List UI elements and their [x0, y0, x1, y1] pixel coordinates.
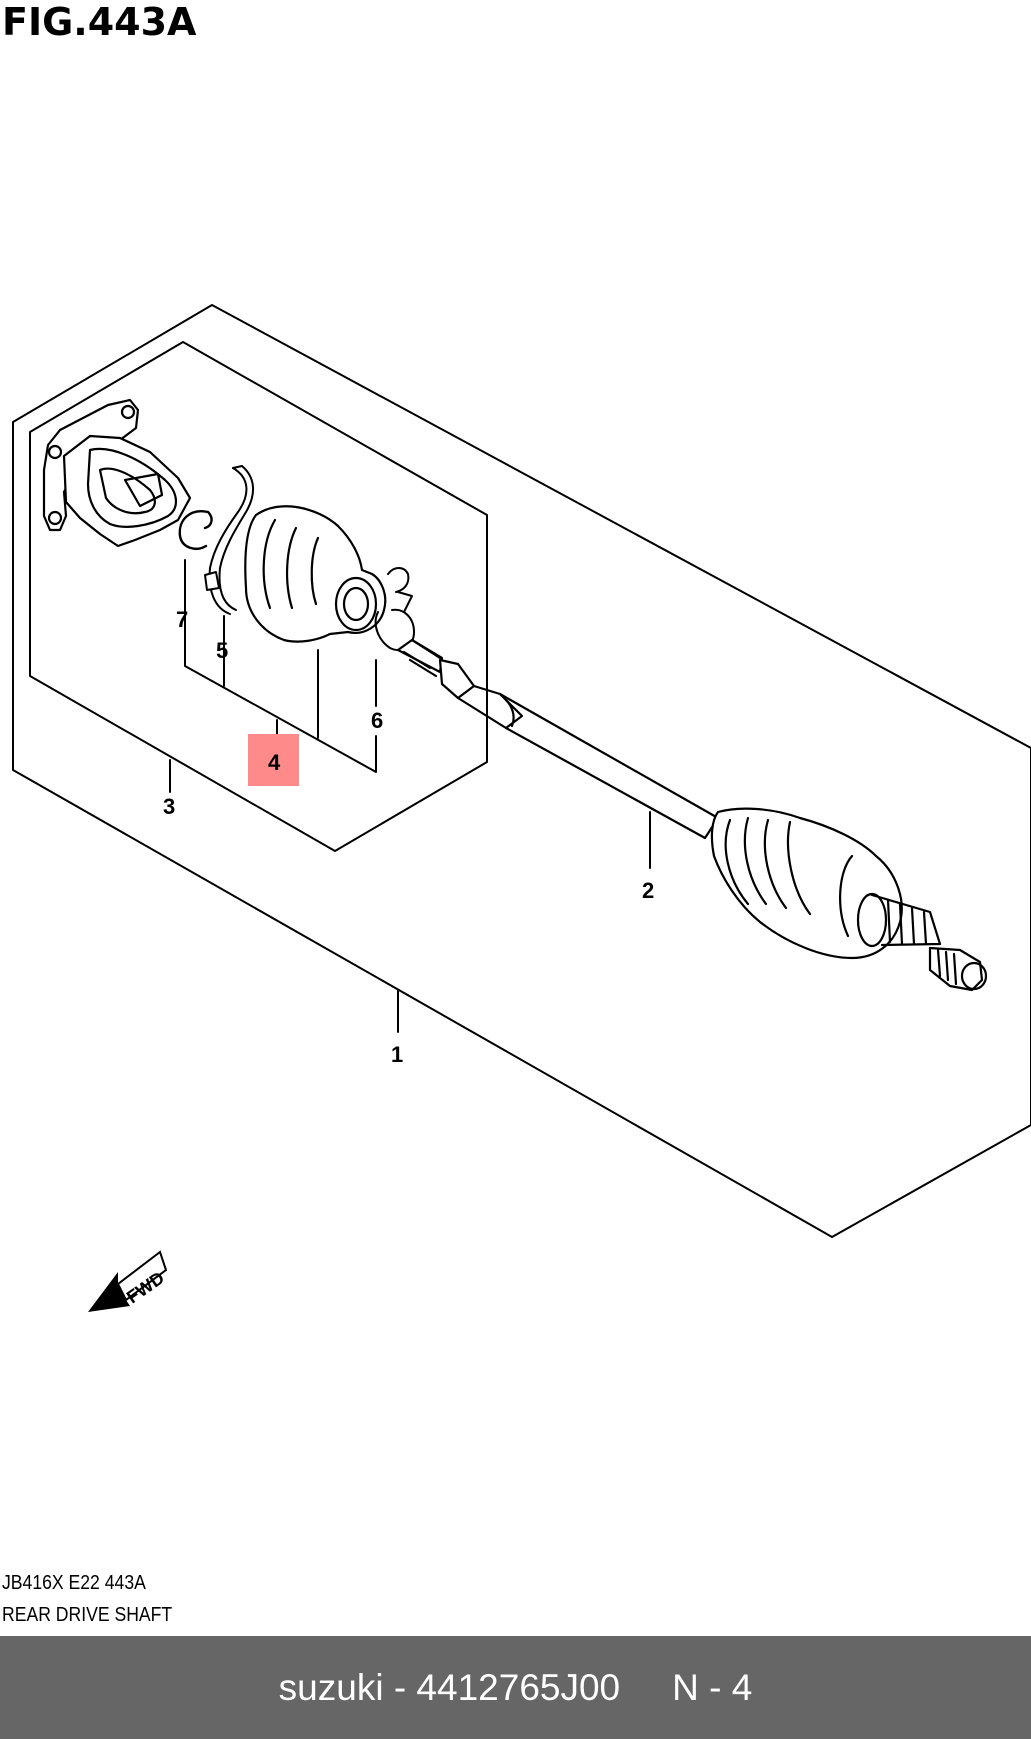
callout-4[interactable]: 4	[268, 750, 281, 775]
figure-code: JB416X E22 443A	[2, 1572, 146, 1594]
part-position: N - 4	[672, 1666, 753, 1708]
callout-3[interactable]: 3	[163, 794, 175, 819]
callout-2[interactable]: 2	[642, 878, 654, 903]
callout-5[interactable]: 5	[216, 638, 228, 663]
part-footer: suzuki - 4412765J00 N - 4	[0, 1636, 1031, 1739]
drive-shaft	[396, 638, 720, 840]
callout-7[interactable]: 7	[176, 607, 188, 632]
inboard-boot	[244, 505, 387, 643]
outboard-joint	[710, 807, 988, 992]
joint-housing	[42, 398, 192, 548]
parts-diagram: 7 5 4 6 3 2 1 FWD	[12, 304, 1031, 1312]
assembly-frame-outer	[12, 304, 1031, 1238]
circlip	[178, 510, 213, 550]
highlight-box	[248, 734, 299, 786]
fwd-arrow-icon: FWD	[88, 1250, 168, 1312]
figure-title: FIG.443A	[2, 0, 197, 44]
leader-lines	[169, 559, 651, 1033]
assembly-frame-inner	[29, 341, 488, 852]
figure-name: REAR DRIVE SHAFT	[2, 1604, 173, 1626]
callout-6[interactable]: 6	[371, 708, 383, 733]
callout-1[interactable]: 1	[391, 1042, 403, 1067]
boot-band-large	[204, 465, 254, 615]
part-number: suzuki - 4412765J00	[278, 1666, 621, 1708]
